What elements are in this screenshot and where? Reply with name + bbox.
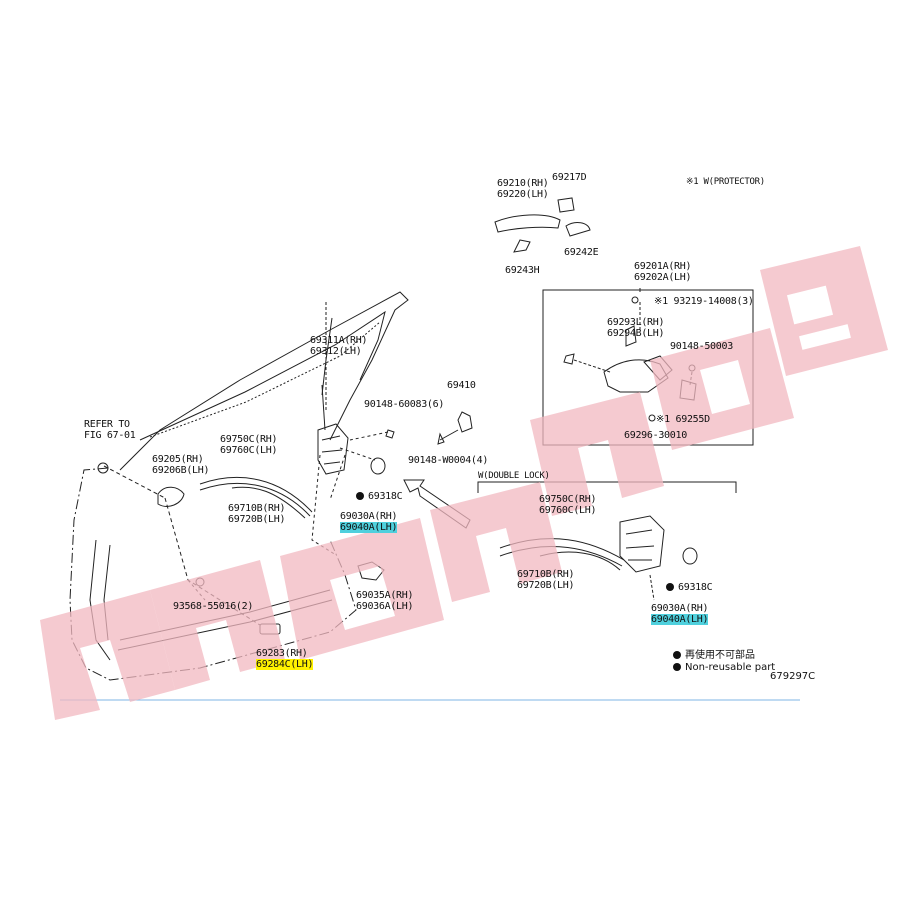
part-69242e-label[interactable]: 69242E bbox=[564, 247, 599, 258]
part-69205-label[interactable]: 69205(RH) bbox=[152, 454, 204, 465]
part-69294b-label[interactable]: 69294B(LH) bbox=[607, 328, 665, 339]
part-69293l-label[interactable]: 69293L(RH) bbox=[607, 317, 665, 328]
part-69312-label[interactable]: 69312(LH) bbox=[310, 346, 362, 357]
part-69311a-label[interactable]: 69311A(RH) bbox=[310, 335, 368, 346]
part-69030a-label-left[interactable]: 69030A(RH) bbox=[340, 511, 398, 522]
part-69710b-label-right[interactable]: 69710B(RH) bbox=[517, 569, 575, 580]
part-69318c-label-right[interactable]: 69318C bbox=[666, 582, 713, 593]
protector-note: ※1 W(PROTECTOR) bbox=[686, 177, 765, 187]
part-69283-label[interactable]: 69283(RH) bbox=[256, 648, 308, 659]
part-69040a-label-right[interactable]: 69040A(LH) bbox=[651, 614, 709, 625]
part-69243h-label[interactable]: 69243H bbox=[505, 265, 540, 276]
lock-assembly-right bbox=[619, 515, 665, 573]
part-69296-label[interactable]: 69296-30010 bbox=[624, 430, 687, 441]
part-69410-label[interactable]: 69410 bbox=[447, 380, 476, 391]
legend-jp: 再使用不可部品 bbox=[673, 650, 755, 662]
non-reusable-dot bbox=[666, 583, 674, 591]
fig-ref-label[interactable]: FIG 67-01 bbox=[84, 430, 136, 441]
part-69318c-text-right: 69318C bbox=[678, 582, 713, 593]
part-69720b-label-right[interactable]: 69720B(LH) bbox=[517, 580, 575, 591]
part-69284c-label[interactable]: 69284C(LH) bbox=[256, 659, 314, 670]
legend-jp-text: 再使用不可部品 bbox=[685, 650, 755, 661]
door-body-outline bbox=[69, 467, 357, 681]
part-69206-label[interactable]: 69206B(LH) bbox=[152, 465, 210, 476]
part-93568-label[interactable]: 93568-55016(2) bbox=[173, 601, 254, 612]
legend-en: Non-reusable part bbox=[673, 662, 775, 674]
part-69255d-label[interactable]: ※1 69255D bbox=[656, 414, 710, 425]
non-reusable-dot bbox=[356, 492, 364, 500]
sheet-id: 679297C bbox=[770, 671, 816, 682]
legend-dot bbox=[673, 663, 681, 671]
door-frame-inner bbox=[139, 310, 386, 441]
handle-cover bbox=[259, 623, 281, 635]
part-90148-w0004-label[interactable]: 90148-W0004(4) bbox=[408, 455, 489, 466]
part-69035a-label[interactable]: 69035A(RH) bbox=[356, 590, 414, 601]
door-frame-outline bbox=[119, 291, 409, 471]
part-69760c-label-right[interactable]: 69760C(LH) bbox=[539, 505, 597, 516]
part-69040a-label-left[interactable]: 69040A(LH) bbox=[340, 522, 398, 533]
legend-dot bbox=[673, 651, 681, 659]
lock-detail-box bbox=[542, 289, 754, 446]
part-69030a-label-right[interactable]: 69030A(RH) bbox=[651, 603, 709, 614]
part-69318c-label-left[interactable]: 69318C bbox=[356, 491, 403, 502]
part-69202a-label[interactable]: 69202A(LH) bbox=[634, 272, 692, 283]
part-93219-label[interactable]: ※1 93219-14008(3) bbox=[654, 296, 754, 307]
part-90148-60083-label[interactable]: 90148-60083(6) bbox=[364, 399, 445, 410]
part-69720b-label-left[interactable]: 69720B(LH) bbox=[228, 514, 286, 525]
outside-handle-69210 bbox=[494, 214, 561, 233]
part-69760c-label-left[interactable]: 69760C(LH) bbox=[220, 445, 278, 456]
part-69036a-label[interactable]: 69036A(LH) bbox=[356, 601, 414, 612]
part-69318c-text-left: 69318C bbox=[368, 491, 403, 502]
part-69750c-label-left[interactable]: 69750C(RH) bbox=[220, 434, 278, 445]
cap-left bbox=[370, 457, 386, 475]
part-69210-label[interactable]: 69210(RH) bbox=[497, 178, 549, 189]
lock-assembly-left bbox=[317, 423, 349, 475]
direction-arrow bbox=[403, 479, 471, 529]
part-90148-50003-label[interactable]: 90148-50003 bbox=[670, 341, 733, 352]
part-69217d-label[interactable]: 69217D bbox=[552, 172, 587, 183]
outside-handle-frame bbox=[357, 561, 385, 581]
double-lock-label: W(DOUBLE LOCK) bbox=[478, 471, 550, 481]
part-69710b-label-left[interactable]: 69710B(RH) bbox=[228, 503, 286, 514]
part-69220-label[interactable]: 69220(LH) bbox=[497, 189, 549, 200]
inside-handle-left bbox=[157, 486, 185, 507]
cap-right bbox=[682, 547, 698, 565]
refer-to-label: REFER TO bbox=[84, 419, 130, 430]
part-69201a-label[interactable]: 69201A(RH) bbox=[634, 261, 692, 272]
part-69750c-label-right[interactable]: 69750C(RH) bbox=[539, 494, 597, 505]
legend-en-text: Non-reusable part bbox=[685, 662, 776, 673]
